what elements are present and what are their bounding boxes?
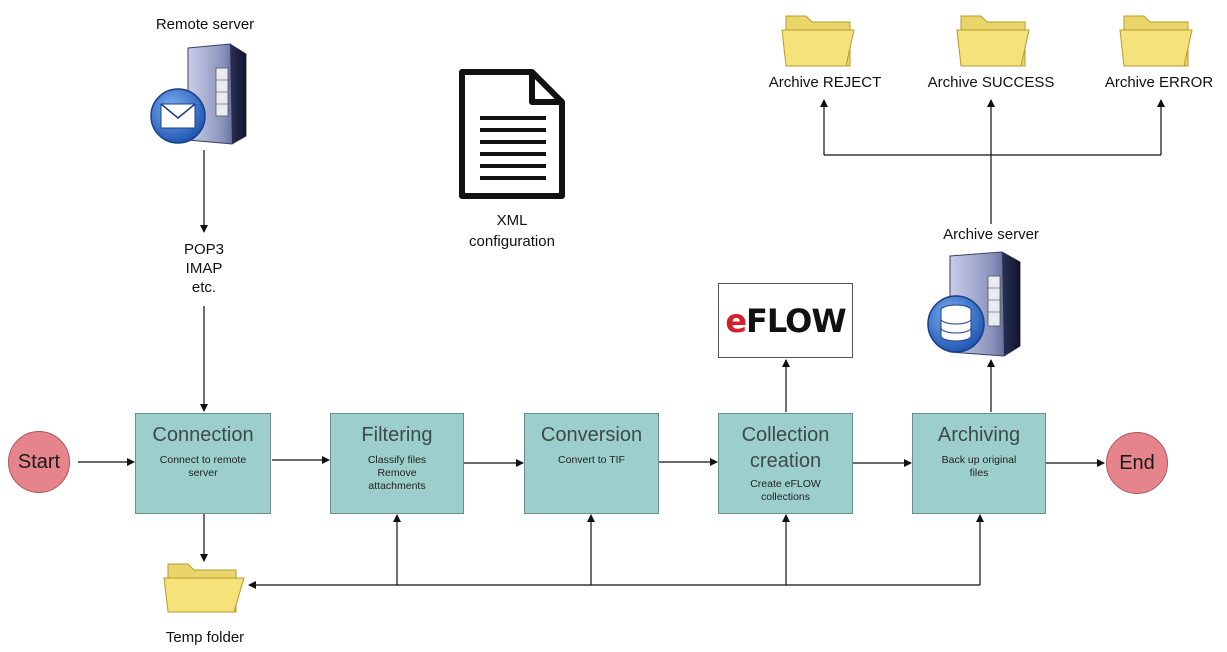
archive-error-label: Archive ERROR <box>1104 74 1214 91</box>
mail-server-icon <box>150 43 247 145</box>
start-label: Start <box>17 450 61 473</box>
step-title: Connection <box>152 424 254 446</box>
xml-config-label: XML configuration <box>452 210 572 252</box>
remote-server-label: Remote server <box>155 16 255 33</box>
temp-folder-icon <box>163 563 245 613</box>
xml-document-icon <box>459 69 565 199</box>
protocol-pop3: POP3 <box>183 241 225 258</box>
archive-error-folder-icon <box>1119 15 1193 67</box>
step-title: Collection creation <box>741 424 830 472</box>
archive-server-label: Archive server <box>943 226 1039 243</box>
step-description: Classify files Remove attachments <box>367 454 427 492</box>
archive-success-folder-icon <box>956 15 1030 67</box>
step-conversion: Conversion Convert to TIF <box>524 413 659 514</box>
protocol-imap: IMAP <box>185 260 223 277</box>
database-server-icon <box>927 251 1021 357</box>
step-title: Archiving <box>937 424 1021 446</box>
step-description: Create eFLOW collections <box>750 478 821 503</box>
step-connection: Connection Connect to remote server <box>135 413 271 514</box>
end-label: End <box>1119 451 1155 474</box>
step-collection-creation: Collection creation Create eFLOW collect… <box>718 413 853 514</box>
temp-folder-label: Temp folder <box>165 629 245 646</box>
step-title: Conversion <box>540 424 643 446</box>
step-filtering: Filtering Classify files Remove attachme… <box>330 413 464 514</box>
archive-reject-label: Archive REJECT <box>768 74 882 91</box>
protocol-etc: etc. <box>191 279 217 296</box>
eflow-logo-text: FLOW <box>746 301 847 340</box>
protocol-label: POP3 IMAP etc. <box>164 240 244 297</box>
xml-config-line1: XML <box>496 212 528 229</box>
step-title: Filtering <box>361 424 433 446</box>
step-description: Connect to remote server <box>159 454 247 479</box>
end-node: End <box>1106 432 1168 494</box>
archive-success-label: Archive SUCCESS <box>927 74 1055 91</box>
xml-config-line2: configuration <box>469 233 555 250</box>
step-description: Back up original files <box>941 454 1017 479</box>
step-description: Convert to TIF <box>558 454 625 466</box>
step-archiving: Archiving Back up original files <box>912 413 1046 514</box>
eflow-logo-prefix: e <box>725 301 747 340</box>
archive-reject-folder-icon <box>781 15 855 67</box>
start-node: Start <box>8 431 70 493</box>
